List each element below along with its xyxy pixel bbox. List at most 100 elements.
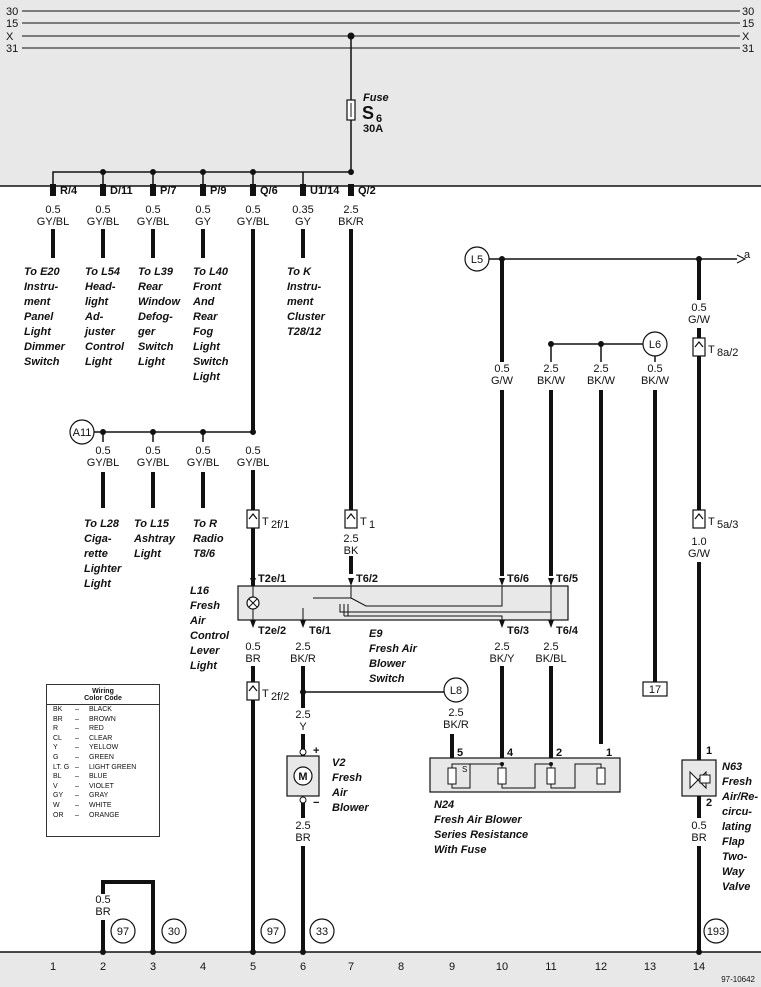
connector-u1-14: U1/14 (310, 185, 340, 197)
svg-text:0.5: 0.5 (145, 445, 160, 457)
legend-abbrev: GY (53, 792, 64, 800)
ground-strip (0, 952, 761, 987)
connector-p7: P/7 (160, 185, 177, 197)
svg-text:BK/W: BK/W (587, 375, 616, 387)
svg-text:0.5: 0.5 (691, 820, 706, 832)
svg-text:4: 4 (507, 747, 514, 759)
legend-abbrev: V (53, 782, 58, 790)
col2-3-loop: 0.5 BR (95, 880, 156, 955)
svg-text:T2e/2: T2e/2 (258, 625, 286, 637)
svg-text:L8: L8 (450, 685, 462, 697)
svg-text:2.5: 2.5 (593, 363, 608, 375)
legend-abbrev: W (53, 801, 60, 809)
a11-wire-stubs (101, 472, 205, 508)
svg-text:GY/BL: GY/BL (237, 457, 269, 469)
svg-text:1: 1 (606, 747, 612, 759)
top-connector-plugs (50, 184, 354, 196)
svg-text:GY: GY (295, 216, 312, 228)
svg-text:1.0: 1.0 (691, 536, 706, 548)
svg-text:0.35: 0.35 (292, 204, 313, 216)
svg-text:2.5: 2.5 (295, 641, 310, 653)
legend-color-name: ORANGE (89, 811, 120, 819)
svg-text:11: 11 (545, 961, 556, 973)
svg-text:T6/6: T6/6 (507, 573, 529, 585)
svg-text:2.5: 2.5 (295, 709, 310, 721)
legend-row: LT. G–LIGHT GREEN (47, 763, 159, 773)
legend-dash: – (75, 706, 79, 713)
bus-labels: 30 15 X 31 30 15 X 31 (6, 6, 754, 55)
svg-text:BK/W: BK/W (537, 375, 566, 387)
svg-text:30: 30 (168, 926, 180, 938)
bus-label-30-left: 30 (6, 6, 18, 18)
legend-color-name: WHITE (89, 801, 112, 809)
svg-text:2f/1: 2f/1 (271, 519, 289, 531)
bus-label-x-right: X (742, 31, 750, 43)
svg-text:GY/BL: GY/BL (87, 457, 119, 469)
connector-q2: Q/2 (358, 185, 376, 197)
svg-text:G/W: G/W (688, 314, 711, 326)
svg-text:G/W: G/W (688, 548, 711, 560)
legend-dash: – (75, 811, 79, 819)
legend-color-name: LIGHT GREEN (89, 763, 137, 771)
svg-text:12: 12 (595, 961, 607, 973)
svg-text:G/W: G/W (491, 375, 514, 387)
legend-row: R–RED (47, 724, 159, 734)
bus-label-15-right: 15 (742, 18, 754, 30)
connector-q6: Q/6 (260, 185, 278, 197)
svg-text:T2e/1: T2e/1 (258, 573, 286, 585)
fuse-sub: 6 (376, 113, 382, 125)
bus-label-x-left: X (6, 31, 14, 43)
svg-text:BK/R: BK/R (338, 216, 364, 228)
svg-text:GY/BL: GY/BL (137, 216, 169, 228)
svg-text:BR: BR (691, 832, 706, 844)
svg-text:2: 2 (706, 797, 712, 809)
svg-text:2.5: 2.5 (543, 363, 558, 375)
legend-color-name: BROWN (89, 715, 116, 723)
svg-text:14: 14 (693, 961, 705, 973)
svg-text:2f/2: 2f/2 (271, 691, 289, 703)
legend-row: G–GREEN (47, 753, 159, 763)
e9-pin-labels: T2e/1 T6/2 T6/6 T6/5 T2e/2 T6/1 T6/3 T6/… (258, 573, 579, 637)
legend-abbrev: BR (53, 715, 63, 723)
legend-row: GY–GRAY (47, 791, 159, 801)
svg-text:2: 2 (100, 961, 106, 973)
svg-text:BK/Y: BK/Y (489, 653, 515, 665)
svg-text:3: 3 (150, 961, 156, 973)
svg-text:2.5: 2.5 (448, 707, 463, 719)
svg-text:T: T (708, 344, 715, 356)
fuse-rating: 30A (363, 123, 383, 135)
svg-text:0.5: 0.5 (45, 204, 60, 216)
legend-row: BL–BLUE (47, 772, 159, 782)
svg-text:T6/2: T6/2 (356, 573, 378, 585)
svg-text:193: 193 (707, 926, 725, 938)
legend-dash: – (75, 773, 79, 781)
connector-r4: R/4 (60, 185, 78, 197)
bus-label-30-right: 30 (742, 6, 754, 18)
legend-color-name: CLEAR (89, 734, 113, 742)
svg-text:2.5: 2.5 (295, 820, 310, 832)
col10-wire: 0.5 G/W (491, 259, 514, 576)
legend-abbrev: Y (53, 744, 58, 752)
svg-text:S: S (462, 765, 467, 774)
bkw-junction: L6 2.5 BK/W 2.5 BK/W 0.5 BK/W (537, 331, 670, 744)
svg-text:2.5: 2.5 (543, 641, 558, 653)
legend-row: OR–ORANGE (47, 811, 159, 821)
svg-text:8a/2: 8a/2 (717, 347, 738, 359)
legend-abbrev: G (53, 753, 59, 761)
svg-text:0.5: 0.5 (95, 445, 110, 457)
svg-text:T6/3: T6/3 (507, 625, 529, 637)
switch-e9 (237, 585, 569, 621)
top-wire-stubs (51, 229, 305, 258)
